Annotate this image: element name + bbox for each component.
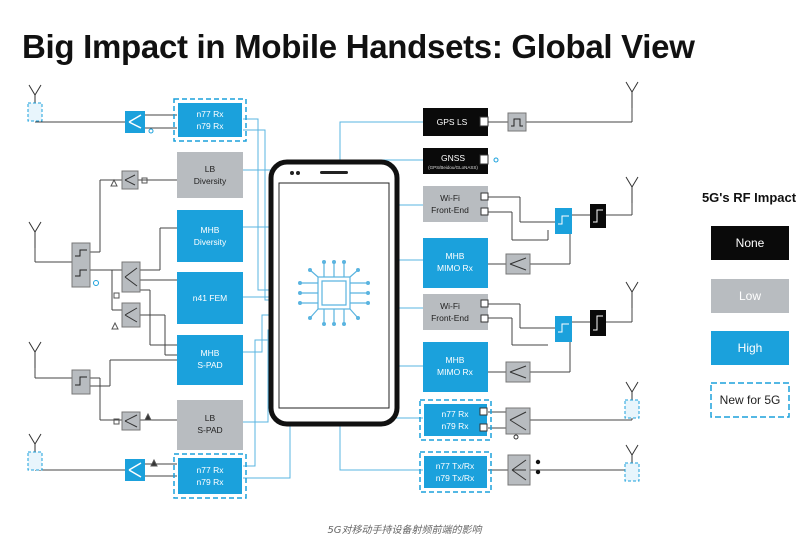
legend-swatch-new [710,382,790,418]
svg-text:Wi-Fi: Wi-Fi [440,193,460,203]
filter-icon [71,369,91,395]
switch-icon [505,407,531,440]
svg-text:Diversity: Diversity [194,176,227,186]
chip-dots [298,260,370,326]
block-mhb-mimo-2: MHB MIMO Rx [423,342,488,392]
svg-text:S-PAD: S-PAD [197,425,222,435]
page-title: Big Impact in Mobile Handsets: Global Vi… [22,28,695,65]
svg-text:Front-End: Front-End [431,205,469,215]
svg-text:(GPS/Beidou/GLoNASS): (GPS/Beidou/GLoNASS) [428,165,478,170]
figure-caption: 5G对移动手持设备射频前端的影响 [327,525,482,536]
svg-text:LB: LB [205,164,216,174]
svg-text:n77 Tx/Rx: n77 Tx/Rx [436,461,475,471]
svg-text:n77 Rx: n77 Rx [197,109,225,119]
svg-text:LB: LB [205,413,216,423]
small-marks [93,128,158,467]
svg-text:n77 Rx: n77 Rx [197,465,225,475]
tuner-icon [624,462,640,482]
legend-label-low: Low [739,289,761,303]
antenna-icon [28,221,42,249]
block-wifi-fe-2: Wi-Fi Front-End [423,294,489,330]
svg-text:MHB: MHB [201,348,220,358]
block-n41-fem: n41 FEM [177,272,243,324]
switch-icon [507,454,541,486]
tuner-icon [27,451,43,471]
svg-text:n79 Rx: n79 Rx [442,421,470,431]
block-mhb-diversity: MHB Diversity [177,210,243,262]
diplexer-icon [590,310,606,336]
switch-icon [121,302,141,328]
switch-icon [125,111,145,133]
legend-swatch-none [711,226,789,260]
svg-text:n77 Rx: n77 Rx [442,409,470,419]
legend-label-high: High [738,341,763,355]
block-right-txrx: n77 Tx/Rx n79 Tx/Rx [419,451,492,493]
svg-text:GPS LS: GPS LS [437,117,468,127]
switch-icon [121,170,139,190]
legend-label-none: None [736,236,765,250]
legend-label-new: New for 5G [720,393,781,407]
svg-text:MHB: MHB [446,251,465,261]
svg-text:n41 FEM: n41 FEM [193,293,228,303]
antenna-icon [28,341,42,369]
legend-swatch-low [711,279,789,313]
filter-icon [71,242,91,288]
svg-text:MHB: MHB [446,355,465,365]
wiring-lines [34,100,633,477]
filter-icon [555,316,572,342]
switch-icon [125,459,145,481]
legend-swatch-high [711,331,789,365]
svg-text:MIMO Rx: MIMO Rx [437,263,474,273]
antenna-icon [625,81,639,109]
switch-icon [121,411,141,431]
block-gnss: GNSS (GPS/Beidou/GLoNASS) [423,148,499,174]
block-left-bottom-rx: n77 Rx n79 Rx [173,453,247,499]
antenna-icon [625,281,639,309]
legend: 5G's RF Impact None Low High New for 5G [702,190,797,418]
block-left-top-rx: n77 Rx n79 Rx [173,98,247,142]
tuner-icon [27,102,43,122]
switch-icon [505,361,531,383]
antenna-icon [625,176,639,204]
svg-text:Front-End: Front-End [431,313,469,323]
block-lb-diversity: LB Diversity [177,152,243,198]
chip-circuit [300,262,368,324]
switch-icon [505,253,531,275]
svg-text:S-PAD: S-PAD [197,360,222,370]
svg-text:MHB: MHB [201,225,220,235]
filter-icon [555,208,572,234]
svg-text:n79 Rx: n79 Rx [197,477,225,487]
svg-text:Diversity: Diversity [194,237,227,247]
block-mhb-mimo-1: MHB MIMO Rx [423,238,488,288]
switch-icon [121,261,141,293]
svg-text:Wi-Fi: Wi-Fi [440,301,460,311]
block-lb-spad: LB S-PAD [177,400,243,450]
svg-text:GNSS: GNSS [441,153,465,163]
svg-text:n79 Tx/Rx: n79 Tx/Rx [436,473,475,483]
filter-icon [507,112,527,132]
block-gps-ls: GPS LS [423,108,489,136]
block-right-rx: n77 Rx n79 Rx [419,399,492,441]
diplexer-icon [590,204,606,228]
block-mhb-spad: MHB S-PAD [177,335,243,385]
svg-text:n79 Rx: n79 Rx [197,121,225,131]
svg-text:MIMO Rx: MIMO Rx [437,367,474,377]
legend-title: 5G's RF Impact [702,190,797,205]
tuner-icon [624,399,640,419]
block-wifi-fe-1: Wi-Fi Front-End [423,186,489,222]
